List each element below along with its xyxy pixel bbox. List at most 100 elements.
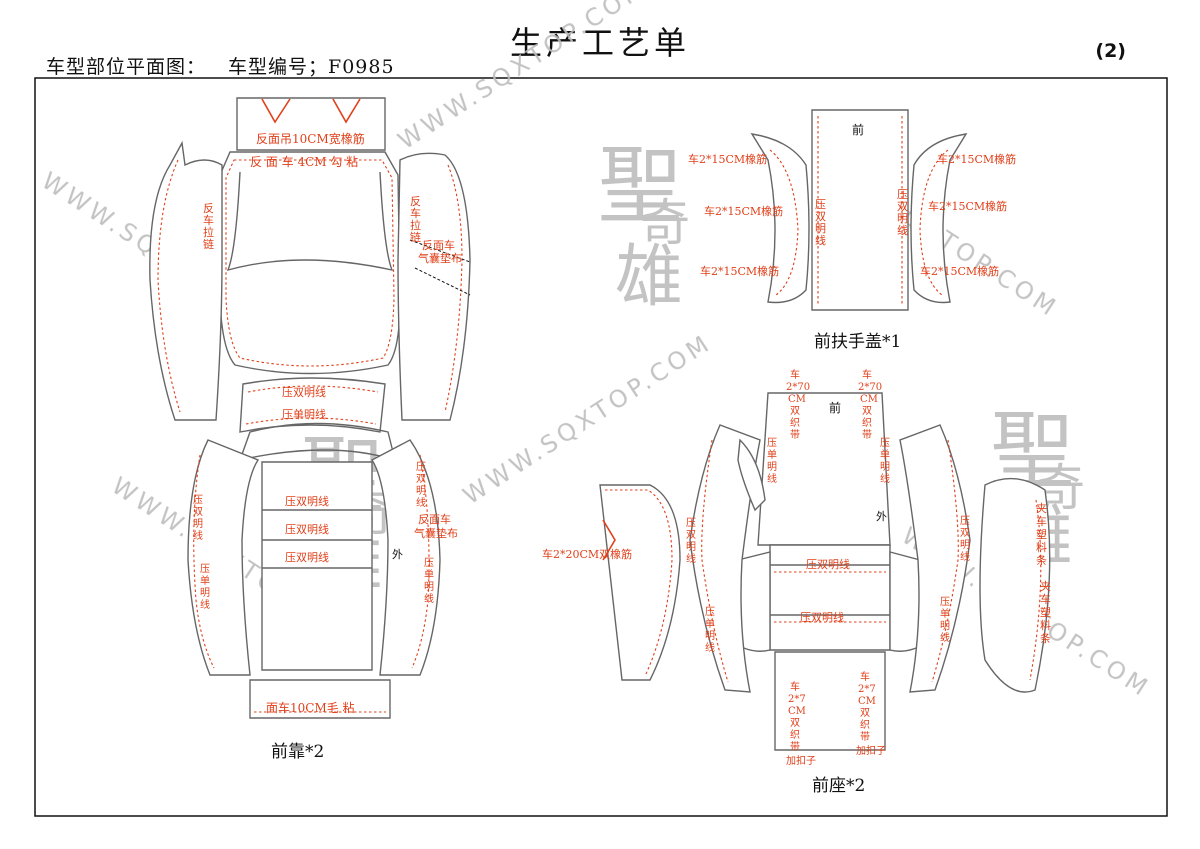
left-side-wing [149, 140, 223, 421]
armrest-left [750, 133, 810, 304]
seam-line [1029, 499, 1042, 681]
svg-text:车: 车 [862, 368, 872, 381]
note-top-right-band: 车 2*70 CM 双 织 带 [858, 368, 882, 441]
page-number: (2) [1095, 40, 1126, 62]
band-lines [262, 509, 372, 569]
right-side-wing [397, 152, 471, 421]
svg-text:反面车: 反面车 [418, 512, 451, 526]
note-left-single: 压 单 明 线 [705, 606, 715, 654]
note-double-line: 压双明线 [282, 385, 326, 399]
seat-middle-line [770, 564, 890, 616]
note-outer: 外 [876, 510, 887, 523]
svg-text:CM: CM [858, 696, 876, 707]
svg-text:料: 料 [1040, 618, 1051, 632]
note-double-mid-1: 压双明线 [806, 557, 850, 571]
svg-text:明: 明 [200, 587, 210, 599]
svg-text:双: 双 [860, 707, 870, 719]
svg-text:压: 压 [960, 515, 970, 527]
svg-text:拉: 拉 [410, 218, 421, 232]
note-elastic: 车2*15CM橡筋 [937, 152, 1016, 166]
svg-text:条: 条 [1036, 553, 1047, 567]
note-right-single: 压 单 明 线 [424, 557, 434, 605]
svg-text:料: 料 [1036, 540, 1047, 554]
lower-panel [261, 461, 373, 671]
svg-text:织: 织 [860, 719, 870, 731]
svg-text:明: 明 [767, 461, 777, 473]
note-side-elastic: 车2*20CM双橡筋 [542, 547, 632, 561]
svg-text:明: 明 [705, 630, 715, 642]
caption-front-seat: 前座*2 [812, 776, 865, 796]
note-plastic-strip-2: 夹 车 塑 料 条 [1040, 580, 1051, 645]
header-info: 车型部位平面图：车型编号；F0985 [46, 52, 395, 79]
seat-left-flap [737, 438, 766, 512]
svg-text:压: 压 [767, 437, 777, 449]
note-elastic: 车2*15CM橡筋 [700, 264, 779, 278]
svg-text:压: 压 [686, 517, 696, 529]
seam-line [193, 454, 215, 669]
logo-glyph: 雄 [615, 238, 683, 317]
plastic-strip-side [979, 477, 1051, 693]
svg-text:明: 明 [940, 620, 950, 632]
page-title: 生产工艺单 [509, 24, 690, 62]
svg-text:单: 单 [424, 569, 434, 581]
svg-text:单: 单 [940, 608, 950, 620]
svg-text:双: 双 [897, 200, 908, 213]
svg-text:压: 压 [200, 563, 210, 575]
svg-text:明: 明 [424, 581, 434, 593]
svg-text:拉: 拉 [203, 225, 214, 239]
seam-line [245, 385, 379, 425]
svg-text:带: 带 [860, 731, 870, 743]
caption-armrest: 前扶手盖*1 [814, 332, 901, 352]
svg-text:线: 线 [424, 592, 434, 605]
svg-text:车: 车 [203, 213, 214, 227]
svg-text:单: 单 [705, 618, 715, 630]
svg-text:反面车: 反面车 [422, 238, 455, 252]
svg-text:CM: CM [860, 394, 878, 405]
svg-text:加扣子: 加扣子 [786, 754, 816, 767]
svg-text:线: 线 [815, 233, 826, 247]
elastic-marker [261, 98, 361, 124]
seam-line [411, 454, 430, 669]
note-top-left-band: 车 2*70 CM 双 织 带 [786, 368, 810, 441]
svg-text:加扣子: 加扣子 [856, 744, 886, 757]
airbag-marker [409, 239, 471, 296]
note-airbag-upper: 反面车 气囊垫布 [418, 238, 462, 265]
upper-panel [219, 151, 401, 375]
note-band-3: 压双明线 [285, 550, 329, 564]
seat-right-side [899, 424, 971, 693]
front-seat-pattern: 前 外 车 2*70 CM 双 织 带 车 2*70 CM 双 织 带 压 单 … [542, 368, 1051, 796]
svg-text:织: 织 [862, 417, 872, 429]
seam-line [444, 164, 463, 413]
seat-left-side [689, 424, 761, 693]
logo-glyph: 聖 [598, 137, 682, 235]
note-right-single: 压 单 明 线 [940, 596, 950, 644]
svg-text:织: 织 [790, 417, 800, 429]
svg-text:压: 压 [897, 188, 908, 201]
note-single-right: 压 单 明 线 [880, 437, 890, 485]
svg-text:带: 带 [790, 429, 800, 441]
lower-left-side [187, 439, 260, 676]
svg-text:CM: CM [788, 394, 806, 405]
svg-text:双: 双 [815, 210, 826, 223]
svg-text:带: 带 [790, 741, 800, 753]
logo-glyph: 奇 [640, 194, 690, 252]
elastic-marker [602, 519, 616, 561]
seam-line [225, 159, 395, 367]
svg-text:夹: 夹 [1036, 502, 1047, 515]
drawing-frame [34, 77, 1168, 817]
svg-text:织: 织 [790, 729, 800, 741]
svg-text:2*70: 2*70 [858, 382, 882, 393]
svg-text:线: 线 [897, 223, 908, 237]
section-label: 车型部位平面图： [46, 56, 207, 78]
top-flap-piece [236, 97, 386, 151]
svg-text:线: 线 [193, 529, 203, 542]
svg-text:车: 车 [860, 670, 870, 683]
svg-text:双: 双 [686, 529, 696, 541]
svg-text:带: 带 [862, 429, 872, 441]
svg-text:明: 明 [686, 541, 696, 553]
armrest-center [811, 109, 909, 311]
seam-line [157, 159, 181, 413]
svg-text:线: 线 [416, 496, 426, 509]
note-band-1: 压双明线 [285, 494, 329, 508]
